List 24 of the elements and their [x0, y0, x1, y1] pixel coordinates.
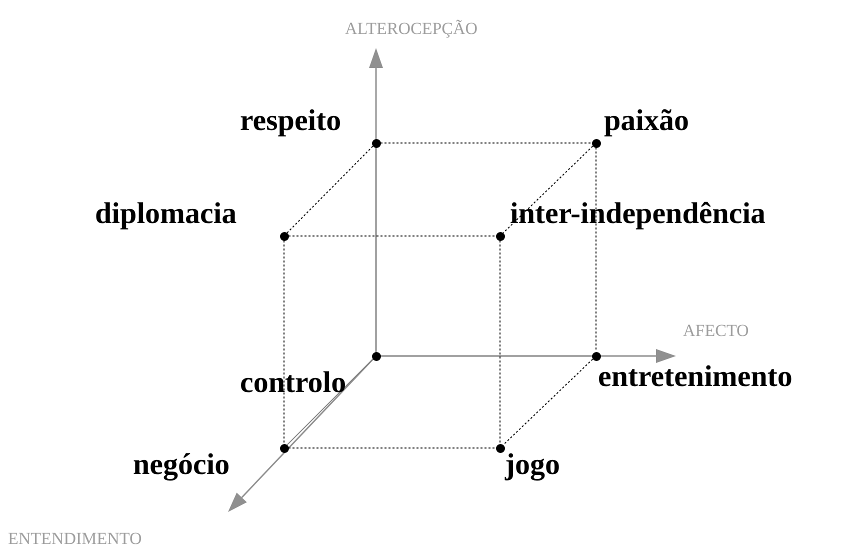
vertex-dot — [280, 444, 288, 452]
vertex-label: inter-independência — [510, 199, 766, 229]
vertex-label: negócio — [133, 450, 230, 480]
cube-edge — [380, 142, 592, 144]
vertex-dot — [372, 138, 380, 148]
vertex-dot — [372, 352, 380, 360]
vertex-label: entretenimento — [598, 362, 792, 392]
vertex-label: diplomacia — [95, 199, 237, 229]
vertex-label: jogo — [505, 450, 560, 480]
cube-edge — [502, 146, 594, 234]
vertex-label: paixão — [604, 106, 690, 136]
vertex-dot — [496, 444, 504, 452]
cube-edge — [286, 358, 374, 446]
cube-edge — [502, 358, 594, 446]
axis-label: ENTENDIMENTO — [8, 530, 142, 547]
vertex-label: respeito — [240, 106, 342, 136]
vertex-dot — [592, 138, 600, 148]
vertex-label: controlo — [240, 368, 346, 398]
axis-label: ALTEROCEPÇÃO — [345, 20, 478, 37]
vertex-dot — [280, 232, 288, 240]
vertex-dot — [592, 352, 600, 360]
vertex-dot — [496, 232, 504, 240]
axis-label: AFECTO — [683, 322, 749, 339]
cube-edge — [286, 146, 374, 234]
